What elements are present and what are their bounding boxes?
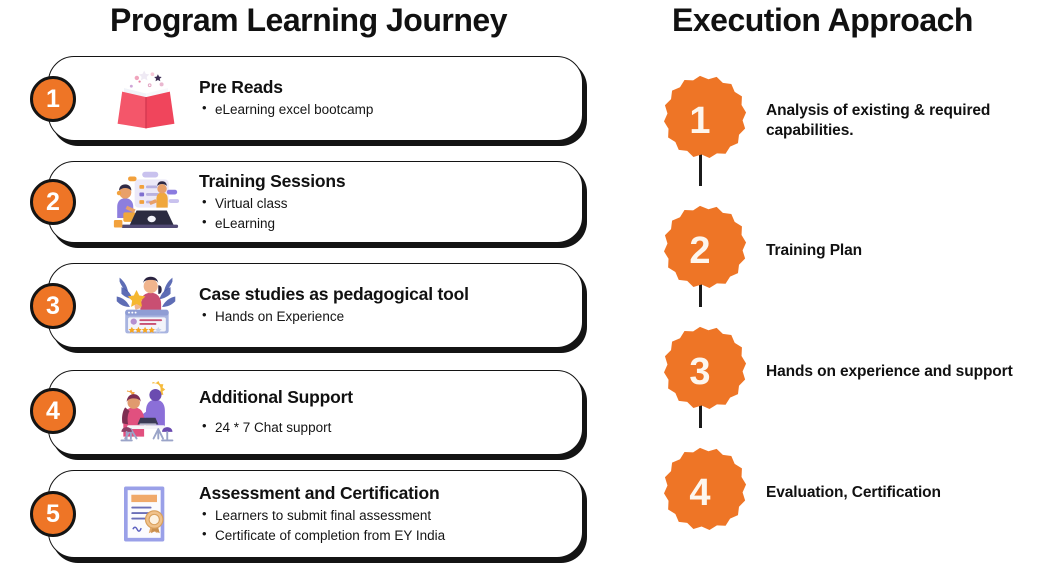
approach-step-3-label: Hands on experience and support [766, 363, 1013, 381]
approach-connector-1-2 [699, 150, 702, 186]
approach-step-2-label: Training Plan [766, 242, 863, 260]
journey-card-4[interactable]: Additional Support 24 * 7 Chat support [48, 370, 583, 455]
journey-step-number-2: 2 [30, 179, 76, 225]
bullet-item: 24 * 7 Chat support [199, 417, 568, 437]
journey-step-number-1: 1 [30, 76, 76, 122]
approach-step-1-label: Analysis of existing & required capabili… [766, 102, 991, 139]
approach-step-number-1: 1 [689, 100, 711, 142]
journey-card-5-bullets: Learners to submit final assessment Cert… [199, 505, 568, 545]
approach-step-number-4: 4 [689, 472, 711, 514]
bullet-item: Certificate of completion from EY India [199, 525, 568, 545]
journey-card-2[interactable]: Training Sessions Virtual class eLearnin… [48, 161, 583, 243]
journey-card-1-title: Pre Reads [199, 77, 283, 98]
scallop-badge-icon [653, 204, 747, 298]
approach-step-3[interactable]: 3 Hands on experience and support [620, 325, 1063, 419]
open-book-icon [107, 63, 185, 135]
page-title-execution-approach: Execution Approach [672, 2, 973, 38]
online-training-icon [107, 166, 185, 238]
approach-connector-3-4 [699, 392, 702, 428]
journey-step-number-5: 5 [30, 491, 76, 537]
approach-step-1[interactable]: 1 Analysis of existing & required capabi… [620, 74, 1063, 168]
journey-card-4-title: Additional Support [199, 387, 353, 408]
journey-card-4-body: Additional Support 24 * 7 Chat support [199, 371, 568, 454]
journey-step-number-4: 4 [30, 388, 76, 434]
bullet-item: Learners to submit final assessment [199, 505, 568, 525]
journey-card-3[interactable]: Case studies as pedagogical tool Hands o… [48, 263, 583, 348]
journey-card-5-title: Assessment and Certification [199, 483, 440, 504]
journey-card-5[interactable]: Assessment and Certification Learners to… [48, 470, 583, 558]
journey-card-3-body: Case studies as pedagogical tool Hands o… [199, 264, 568, 347]
journey-card-2-body: Training Sessions Virtual class eLearnin… [199, 162, 568, 242]
bullet-item: eLearning [199, 213, 568, 233]
bullet-item: Hands on Experience [199, 306, 568, 326]
journey-card-1-body: Pre Reads eLearning excel bootcamp [199, 57, 568, 140]
journey-card-3-bullets: Hands on Experience [199, 306, 568, 326]
journey-card-4-bullets: 24 * 7 Chat support [199, 417, 568, 437]
scallop-badge-icon [653, 325, 747, 419]
journey-card-5-body: Assessment and Certification Learners to… [199, 471, 568, 557]
journey-step-list: Pre Reads eLearning excel bootcamp 1 [0, 0, 620, 568]
approach-step-number-2: 2 [689, 230, 711, 272]
bullet-item: Virtual class [199, 193, 568, 213]
scallop-badge-icon [653, 446, 747, 540]
approach-connector-2-3 [699, 271, 702, 307]
journey-card-1-bullets: eLearning excel bootcamp [199, 99, 568, 119]
approach-step-number-3: 3 [689, 351, 711, 393]
approach-step-4[interactable]: 4 Evaluation, Certification [620, 446, 1063, 540]
approach-step-list: 1 Analysis of existing & required capabi… [620, 0, 1063, 568]
journey-card-2-bullets: Virtual class eLearning [199, 193, 568, 233]
page-title-program-learning-journey: Program Learning Journey [110, 2, 507, 38]
approach-step-4-label: Evaluation, Certification [766, 484, 941, 502]
journey-card-3-title: Case studies as pedagogical tool [199, 284, 469, 305]
star-review-icon [107, 270, 185, 342]
certificate-icon [107, 478, 185, 550]
journey-step-number-3: 3 [30, 283, 76, 329]
journey-card-1[interactable]: Pre Reads eLearning excel bootcamp [48, 56, 583, 141]
journey-card-2-title: Training Sessions [199, 171, 346, 192]
bullet-item: eLearning excel bootcamp [199, 99, 568, 119]
approach-step-2[interactable]: 2 Training Plan [620, 204, 1063, 298]
scallop-badge-icon [653, 74, 747, 168]
support-team-icon [107, 377, 185, 449]
